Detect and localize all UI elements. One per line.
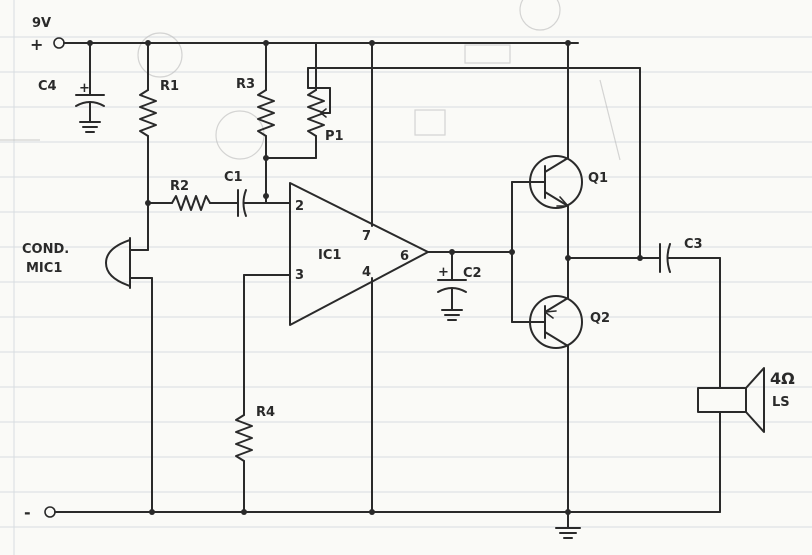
- negative-terminal: [44, 506, 56, 518]
- label-c2: C2: [463, 266, 482, 281]
- positive-sign: +: [30, 35, 43, 54]
- negative-sign: -: [24, 503, 31, 522]
- feedback-rail: [307, 67, 641, 259]
- transistor-q2: [511, 257, 583, 513]
- speaker-name-label: LS: [772, 395, 790, 410]
- mic-label-line1: COND.: [22, 242, 69, 257]
- label-p1: P1: [325, 129, 344, 144]
- mic-label-line2: MIC1: [26, 261, 62, 276]
- pin-7: 7: [362, 229, 371, 244]
- c2-polarity: +: [438, 265, 449, 280]
- resistor-r3: [257, 42, 275, 204]
- capacitor-c3: [567, 243, 721, 389]
- c4-polarity: +: [79, 81, 90, 96]
- resistor-r2: [147, 195, 239, 211]
- speaker-value-label: 4Ω: [770, 369, 795, 388]
- resistor-r4: [235, 274, 253, 513]
- pin-2: 2: [295, 199, 304, 214]
- label-r4: R4: [256, 405, 275, 420]
- label-ic1: IC1: [318, 248, 341, 263]
- label-q1: Q1: [588, 171, 608, 186]
- potentiometer-p1: [265, 42, 331, 159]
- label-c3: C3: [684, 237, 703, 252]
- label-q2: Q2: [590, 311, 610, 326]
- microphone-mic1: [105, 237, 153, 513]
- label-r2: R2: [170, 179, 189, 194]
- resistor-r1: [139, 42, 157, 251]
- positive-terminal: [53, 37, 65, 49]
- pin-3: 3: [295, 268, 304, 283]
- supply-voltage-label: 9V: [32, 16, 51, 31]
- label-c4: C4: [38, 79, 57, 94]
- label-r3: R3: [236, 77, 255, 92]
- label-c1: C1: [224, 170, 243, 185]
- speaker-ls: [697, 367, 765, 513]
- bleed-through-marks: [0, 0, 621, 161]
- pin-4: 4: [362, 265, 371, 280]
- junction-dots: [87, 40, 643, 515]
- opamp-ic1: [243, 42, 513, 513]
- transistor-q1: [511, 42, 583, 259]
- pin-6: 6: [400, 249, 409, 264]
- capacitor-c2: [437, 251, 467, 321]
- ground-symbol: [555, 511, 581, 539]
- label-r1: R1: [160, 79, 179, 94]
- capacitor-c4: [75, 42, 105, 133]
